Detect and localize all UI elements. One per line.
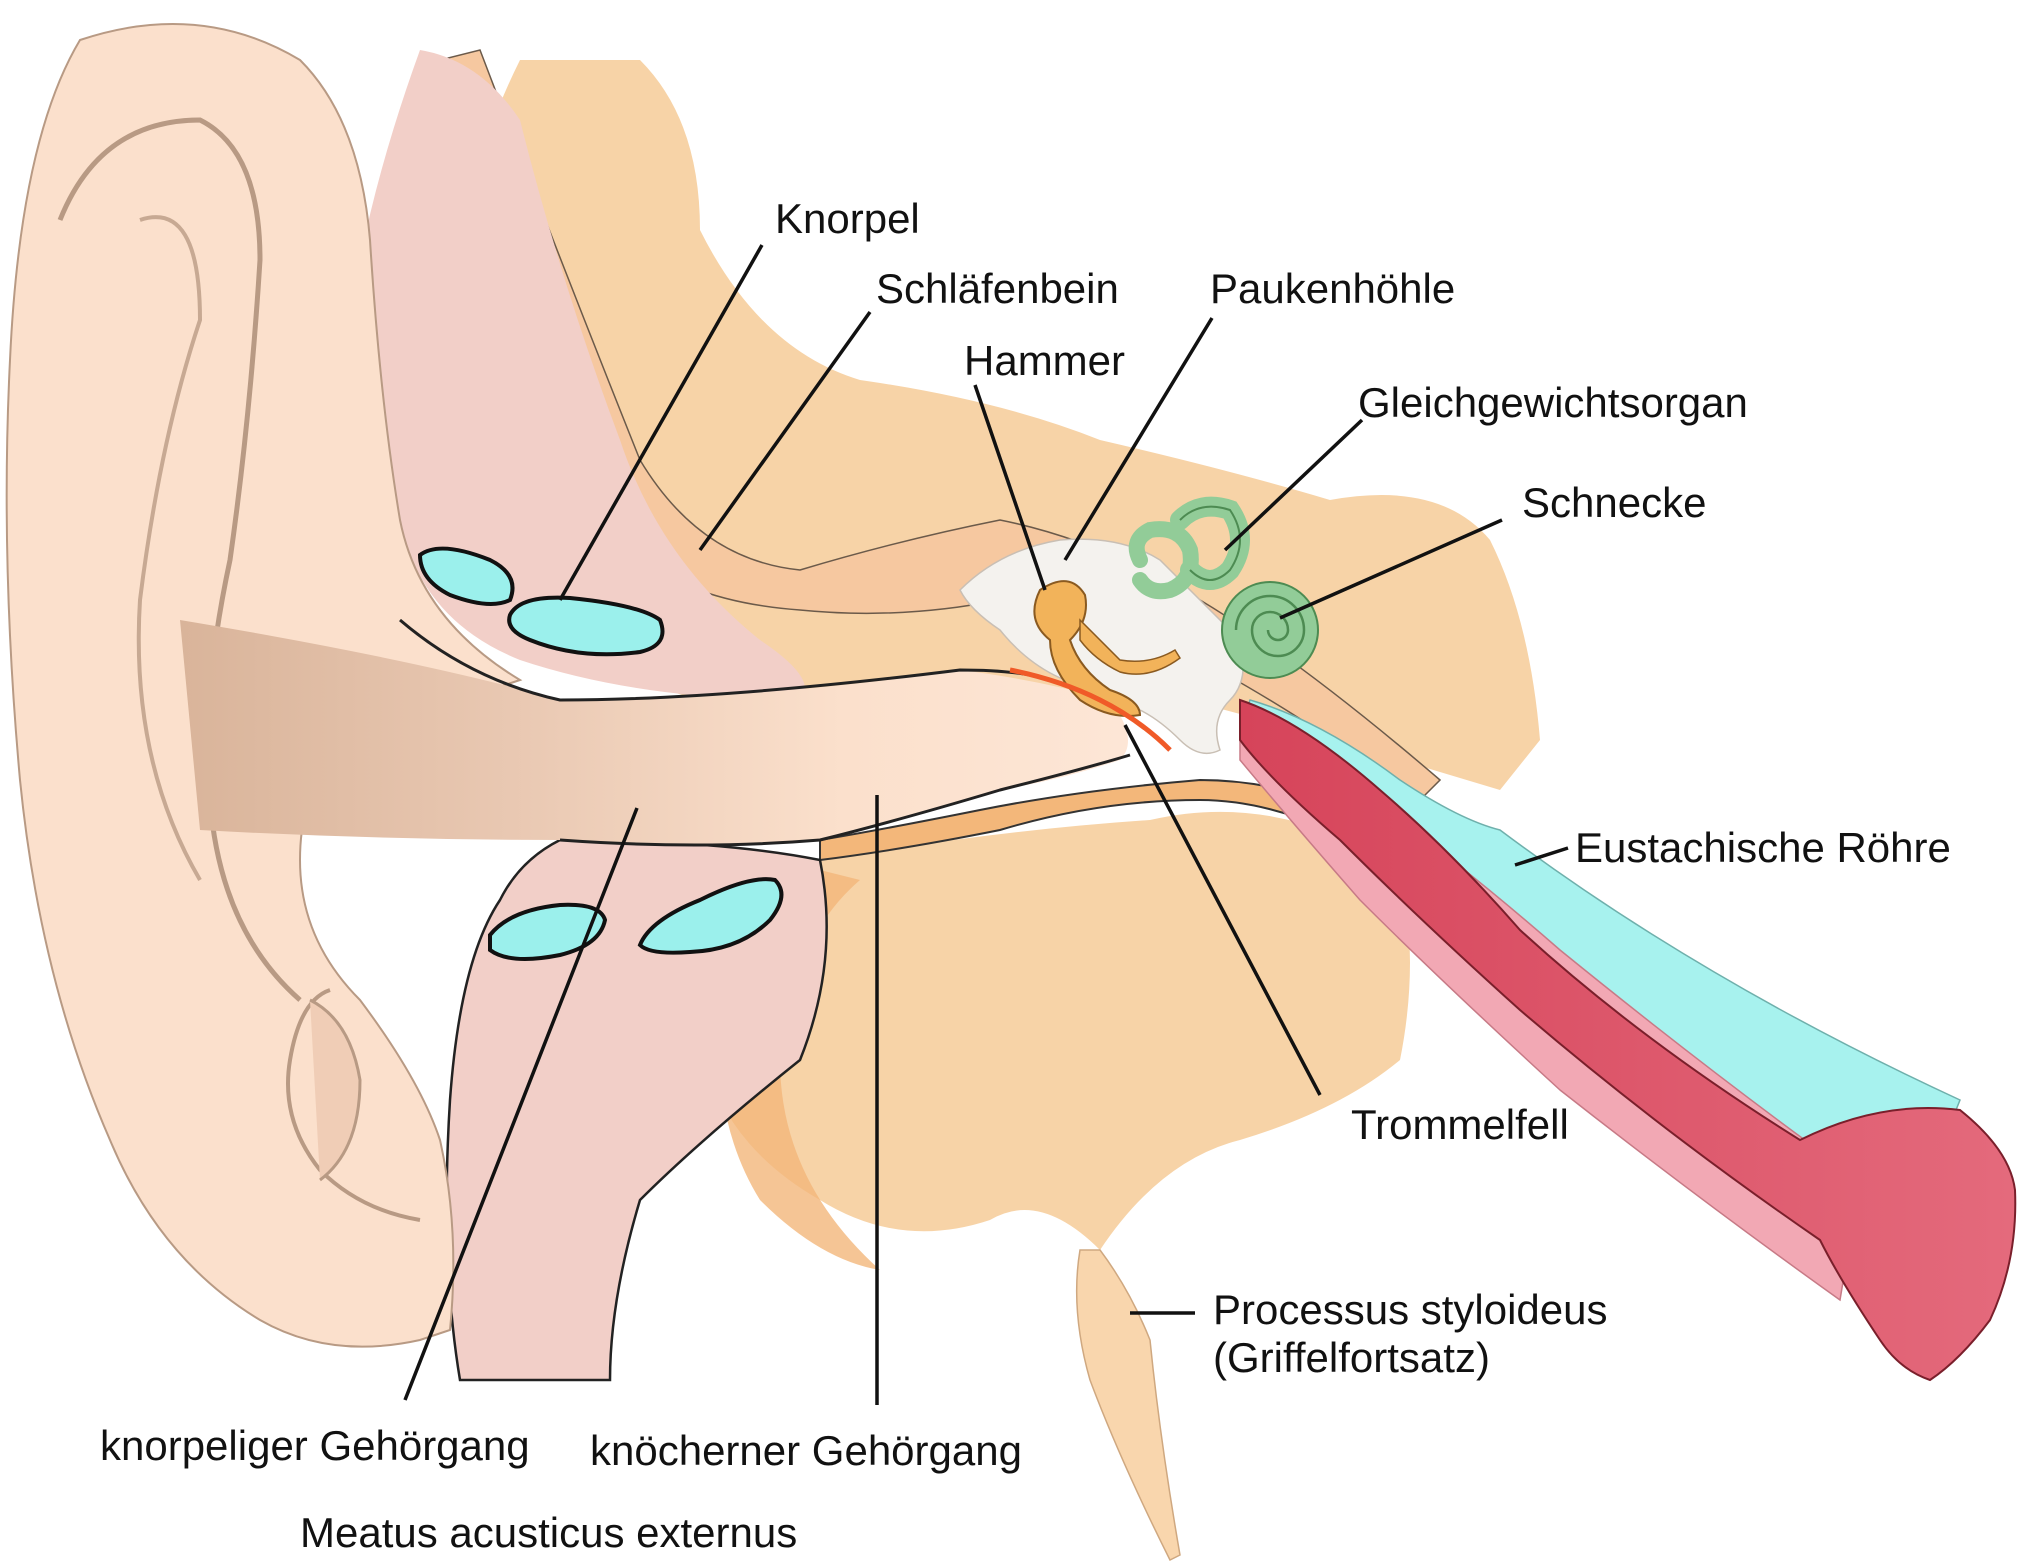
label-knorpel: Knorpel bbox=[775, 195, 920, 242]
leader-schnecke bbox=[1279, 518, 1503, 620]
styloid-process bbox=[1075, 1249, 1181, 1562]
eardrum bbox=[1009, 667, 1172, 752]
leader-knorpeliger bbox=[403, 807, 639, 1401]
soft-tissue-upper bbox=[360, 50, 805, 700]
label-gleichgewichtsorgan: Gleichgewichtsorgan bbox=[1358, 379, 1748, 426]
label-processus-line2: (Griffelfortsatz) bbox=[1213, 1334, 1490, 1381]
vestibular-organ bbox=[1128, 496, 1250, 600]
soft-tissue-lower bbox=[445, 838, 828, 1382]
label-hammer: Hammer bbox=[964, 337, 1126, 384]
incus-stapes bbox=[1079, 618, 1182, 675]
label-processus-line1: Processus styloideus bbox=[1213, 1286, 1608, 1333]
leader-hammer bbox=[973, 384, 1047, 591]
label-schlaefenbein: Schläfenbein bbox=[876, 265, 1119, 312]
label-paukenhoehle: Paukenhöhle bbox=[1210, 265, 1456, 312]
leader-paukenhoehle bbox=[1063, 317, 1214, 561]
label-trommelfell: Trommelfell bbox=[1351, 1101, 1569, 1148]
cartilage-upper-1 bbox=[417, 546, 515, 606]
canal-upper-edge bbox=[399, 618, 1051, 702]
eustachian-tube-red bbox=[1239, 698, 2017, 1382]
leader-trommelfell bbox=[1123, 724, 1322, 1096]
label-meatus: Meatus acusticus externus bbox=[300, 1509, 798, 1556]
leader-lines bbox=[403, 244, 1569, 1405]
label-knoecherner-gehoergang: knöcherner Gehörgang bbox=[590, 1427, 1022, 1474]
antihelix-fold bbox=[136, 215, 203, 882]
ear-canal bbox=[180, 620, 1128, 845]
label-knorpeliger-gehoergang: knorpeliger Gehörgang bbox=[100, 1422, 530, 1469]
leader-knorpel bbox=[558, 244, 764, 601]
cochlea bbox=[1221, 581, 1319, 679]
malleus bbox=[1033, 580, 1142, 717]
cartilage-lower-2 bbox=[637, 877, 784, 955]
tragus-bump bbox=[286, 988, 421, 1222]
helix-fold bbox=[57, 117, 302, 1002]
leader-schlaefenbein bbox=[698, 310, 872, 552]
cartilage-lower-1 bbox=[488, 902, 608, 961]
leader-eustachische-roehre bbox=[1514, 846, 1569, 867]
label-eustachische-roehre: Eustachische Röhre bbox=[1575, 824, 1951, 871]
lobe-bump bbox=[309, 998, 362, 1182]
canal-lower-edge bbox=[559, 753, 1131, 847]
label-schnecke: Schnecke bbox=[1522, 479, 1707, 526]
leader-gleichgewichtsorgan bbox=[1223, 418, 1364, 552]
